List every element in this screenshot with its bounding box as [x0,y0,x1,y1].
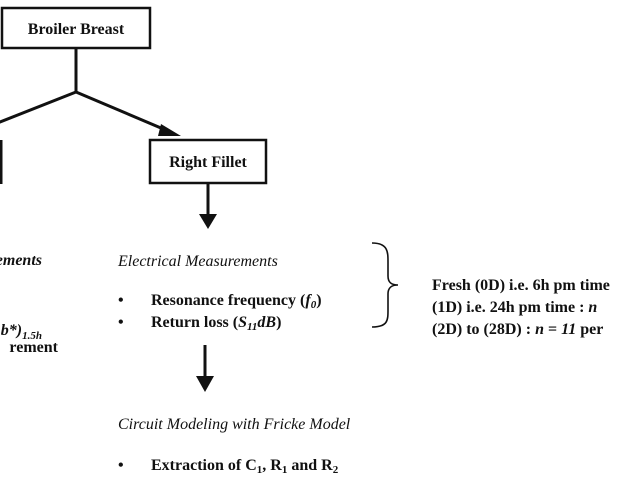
right-fillet-label: Right Fillet [169,154,247,171]
down-arrowhead [199,214,217,229]
left-branch-line [0,90,77,124]
right-fillet-node: Right Fillet [148,138,268,185]
broiler-breast-node: Broiler Breast [0,6,152,50]
timepoint-2d-28d: (2D) to (28D) : n = 11 per [432,321,603,338]
timepoint-fresh: Fresh (0D) i.e. 6h pm time [432,277,610,294]
extraction-item: Extraction of C1, R1 and R2 [151,457,339,476]
left-heading-fragment: ements [0,252,42,269]
left-line2-fragment: rement [9,339,58,356]
bullet: • [118,314,124,331]
left-line1-fragment: b*)1.5h [1,322,42,342]
right-branch-arrow [75,90,169,133]
arrowhead [158,124,181,136]
curly-brace [371,242,399,328]
resonance-frequency-item: Resonance frequency (f0) [151,292,322,311]
down-arrowhead-2 [196,376,214,392]
return-loss-item: Return loss (S11dB) [151,314,281,333]
timepoint-1d: (1D) i.e. 24h pm time : n [432,299,597,316]
bullet: • [118,457,124,474]
circuit-heading: Circuit Modeling with Fricke Model [118,416,351,433]
broiler-breast-label: Broiler Breast [28,21,125,38]
bullet: • [118,292,124,309]
electrical-heading: Electrical Measurements [117,253,278,270]
